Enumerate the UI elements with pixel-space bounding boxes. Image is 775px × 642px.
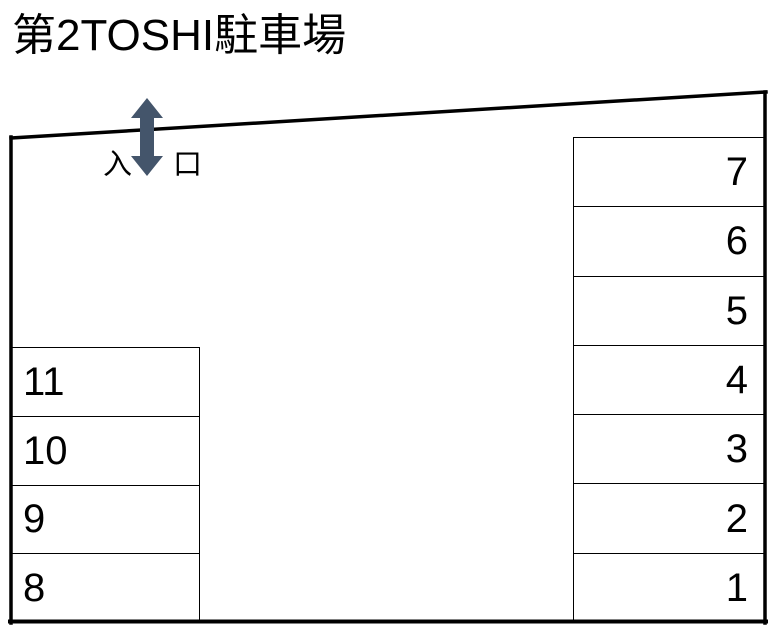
stall-number: 6 [725,219,748,264]
entrance-label-left: 入 [103,149,133,181]
parking-stall[interactable]: 8 [11,554,199,622]
parking-stall[interactable]: 6 [574,207,764,277]
parking-stall[interactable]: 11 [11,348,199,417]
parking-stall[interactable]: 7 [574,138,764,208]
stall-column-left: 11 10 9 8 [10,347,200,623]
parking-stall[interactable]: 1 [574,554,764,622]
stall-number: 9 [23,497,46,542]
parking-stall[interactable]: 3 [574,415,764,485]
stall-number: 1 [725,565,748,610]
parking-stall[interactable]: 9 [11,486,199,555]
stall-number: 10 [23,428,68,473]
stall-column-right: 7 6 5 4 3 2 1 [573,137,765,623]
stall-number: 5 [725,288,748,333]
entrance-marker: 入 口 [95,98,215,193]
parking-stall[interactable]: 4 [574,346,764,416]
stall-number: 8 [23,566,46,611]
page-title: 第2TOSHI駐車場 [12,11,347,60]
stall-number: 2 [725,496,748,541]
entrance-label-right: 口 [173,149,203,181]
stall-number: 7 [725,150,748,195]
stall-number: 4 [725,357,748,402]
parking-stall[interactable]: 2 [574,484,764,554]
stall-number: 3 [725,427,748,472]
stall-number: 11 [23,359,65,404]
parking-stall[interactable]: 5 [574,277,764,346]
double-headed-vertical-arrow-icon [131,98,163,176]
parking-stall[interactable]: 10 [11,417,199,486]
